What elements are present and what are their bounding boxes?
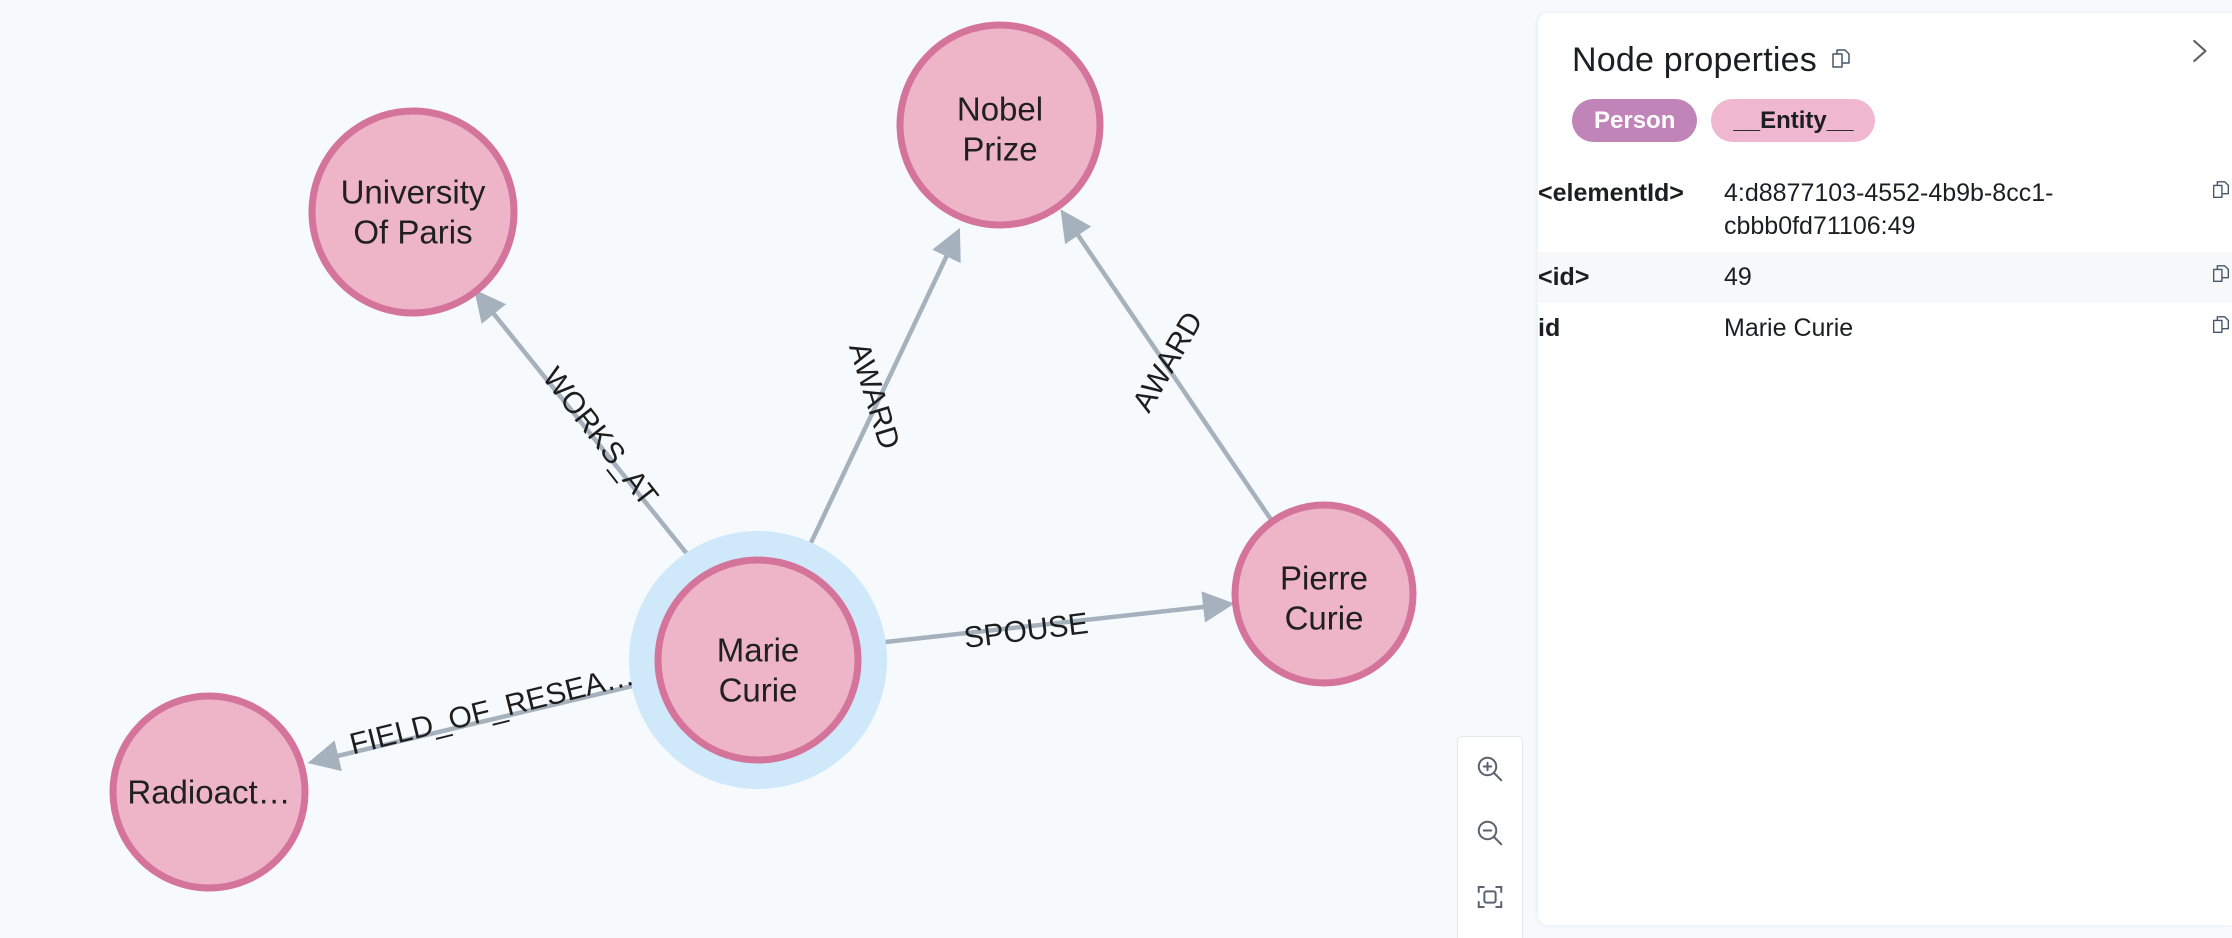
node-label-line: Pierre [1280, 560, 1368, 597]
graph-nodes[interactable]: University Of Paris Nobel Prize Marie Cu… [109, 21, 1417, 892]
relationship-line-spouse[interactable] [857, 591, 1235, 648]
graph-node-marie-curie[interactable]: Marie Curie [629, 531, 887, 789]
relationship-lines [307, 209, 1274, 772]
zoom-out-button[interactable] [1458, 801, 1522, 865]
node-label-line: Nobel [957, 91, 1043, 128]
node-label-line: Curie [719, 672, 798, 709]
table-row: <id> 49 [1538, 252, 2232, 303]
graph-node-pierre-curie[interactable]: Pierre Curie [1231, 501, 1417, 687]
property-value: 4:d8877103-4552-4b9b-8cc1-cbbb0fd71106:4… [1724, 179, 2054, 240]
node-label-line: Radioact… [127, 774, 290, 811]
property-copy-cell [2162, 303, 2232, 354]
node-label-line: Of Paris [353, 214, 472, 251]
copy-icon[interactable] [2210, 177, 2232, 210]
relationship-label-works-at[interactable]: WORKS_AT [536, 361, 664, 512]
node-label-line: Curie [1285, 600, 1364, 637]
node-labels-row: Person __Entity__ [1538, 77, 2232, 142]
graph-visualization[interactable]: University Of Paris Nobel Prize Marie Cu… [0, 0, 1538, 938]
relationship-label-field-of-research[interactable]: FIELD_OF_RESEA… [346, 659, 637, 762]
chevron-right-icon [2183, 36, 2213, 71]
node-label-line: Prize [962, 131, 1037, 168]
node-circle[interactable] [1231, 501, 1417, 687]
property-copy-cell [2162, 168, 2232, 252]
node-label-chip-person[interactable]: Person [1572, 99, 1698, 142]
zoom-out-icon [1475, 818, 1505, 848]
page-title: Node properties [1572, 41, 1817, 79]
fit-to-screen-button[interactable] [1458, 865, 1522, 929]
property-value: 49 [1724, 263, 1752, 291]
graph-canvas[interactable]: University Of Paris Nobel Prize Marie Cu… [0, 0, 1538, 938]
node-circle[interactable] [308, 107, 518, 317]
copy-icon[interactable] [2210, 261, 2232, 294]
node-label-chip-entity[interactable]: __Entity__ [1711, 99, 1876, 142]
relationship-line-works-at[interactable] [474, 289, 702, 572]
fit-to-screen-icon [1475, 882, 1505, 912]
node-label-line: University [341, 174, 486, 211]
copy-icon[interactable] [1829, 47, 1853, 71]
table-row: id Marie Curie [1538, 303, 2232, 354]
relationship-line-field-of-research[interactable] [307, 677, 659, 772]
collapse-panel-button[interactable] [2174, 29, 2222, 77]
node-circle[interactable] [109, 692, 309, 892]
zoom-in-button[interactable] [1458, 737, 1522, 801]
zoom-in-icon [1475, 754, 1505, 784]
property-key: id [1538, 314, 1561, 342]
relationship-line-award-marie[interactable] [797, 227, 961, 567]
relationship-label-award-marie[interactable]: AWARD [842, 339, 906, 453]
properties-table: <elementId> 4:d8877103-4552-4b9b-8cc1-cb… [1538, 168, 2232, 354]
property-key: <elementId> [1538, 179, 1684, 207]
node-label-line: Marie [717, 632, 800, 669]
node-circle[interactable] [896, 21, 1104, 229]
graph-node-nobel-prize[interactable]: Nobel Prize [896, 21, 1104, 229]
graph-node-university-of-paris[interactable]: University Of Paris [308, 107, 518, 317]
graph-node-radioactivity[interactable]: Radioact… [109, 692, 309, 892]
relationship-label-spouse[interactable]: SPOUSE [962, 607, 1090, 655]
node-properties-panel: Node properties Person __Entity__ [1538, 13, 2232, 925]
property-copy-cell [2162, 252, 2232, 303]
relationship-line-award-pierre[interactable] [1060, 209, 1274, 523]
node-circle[interactable] [654, 556, 862, 764]
panel-header: Node properties [1538, 13, 2232, 77]
copy-icon[interactable] [2210, 312, 2232, 345]
property-value: Marie Curie [1724, 314, 1854, 342]
property-key: <id> [1538, 263, 1590, 291]
table-row: <elementId> 4:d8877103-4552-4b9b-8cc1-cb… [1538, 168, 2232, 252]
zoom-controls [1457, 736, 1523, 938]
